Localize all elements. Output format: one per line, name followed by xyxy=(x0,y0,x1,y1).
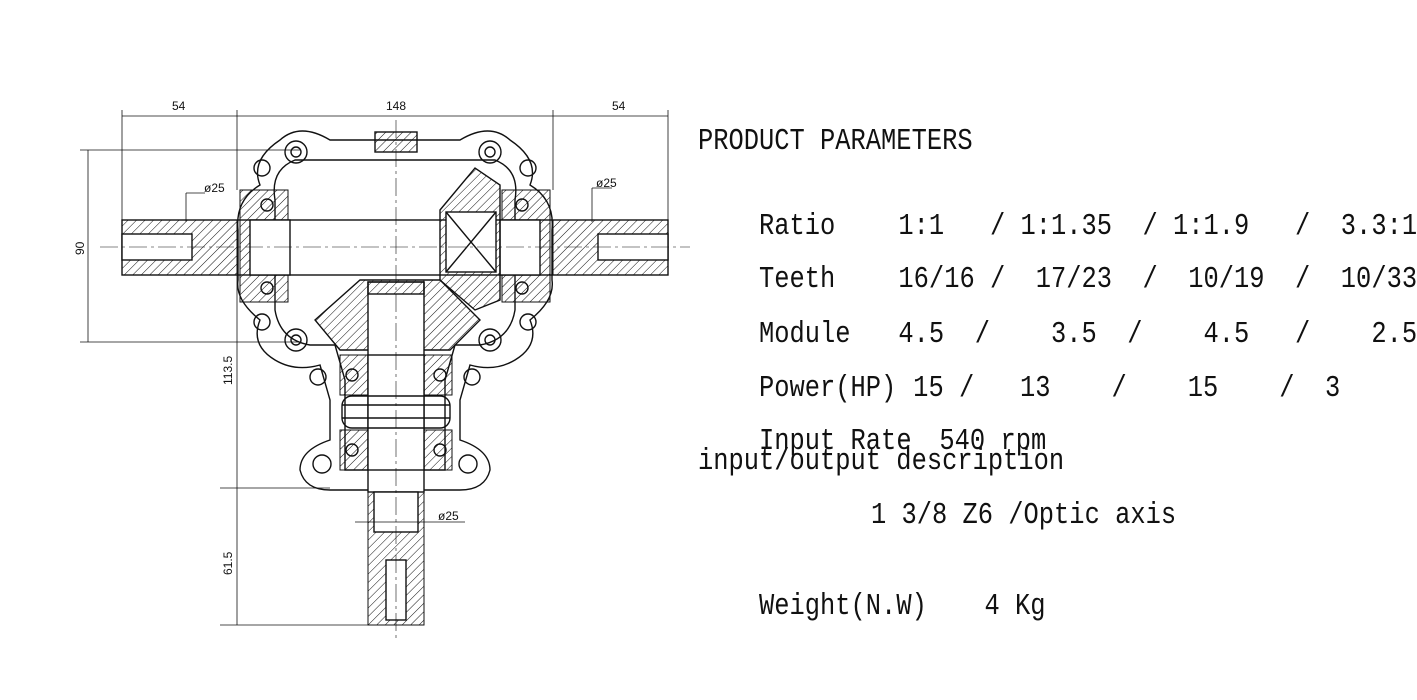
dia-left: ø25 xyxy=(204,181,225,195)
power-label: Power(HP) xyxy=(759,371,897,406)
io-label: input/output description xyxy=(698,444,1065,479)
weight-label: Weight(N.W) xyxy=(759,589,927,624)
weight-row: Weight(N.W) 4 Kg xyxy=(698,554,1046,659)
dia-right: ø25 xyxy=(596,176,617,190)
power-values: 15 / 13 / 15 / 3 xyxy=(913,371,1341,406)
ratio-label: Ratio xyxy=(759,209,836,244)
input-rate-row: Input Rate 540 rpm xyxy=(698,389,1046,494)
ratio-row: Ratio 1:1 / 1:1.35 / 1:1.9 / 3.3:1 xyxy=(698,174,1417,279)
dim-housing-width: 148 xyxy=(386,99,406,113)
teeth-values: 16/16 / 17/23 / 10/19 / 10/33 xyxy=(898,262,1417,297)
dim-lower-body: 113.5 xyxy=(221,356,235,385)
input-rate-value: 540 rpm xyxy=(939,424,1047,459)
dim-height: 90 xyxy=(73,241,87,255)
weight-value: 4 Kg xyxy=(984,589,1046,624)
dia-bottom: ø25 xyxy=(438,509,459,523)
input-rate-label: Input Rate xyxy=(759,424,912,459)
module-row: Module 4.5 / 3.5 / 4.5 / 2.5 xyxy=(698,282,1417,387)
params-heading: PRODUCT PARAMETERS xyxy=(698,124,973,159)
power-row: Power(HP) 15 / 13 / 15 / 3 xyxy=(698,336,1340,441)
gearbox-drawing: 54 148 54 ø25 ø25 ø25 90 113.5 61.5 xyxy=(73,99,690,640)
module-label: Module xyxy=(759,317,851,352)
io-value: 1 3/8 Z6 /Optic axis xyxy=(871,498,1177,533)
dim-left-shaft: 54 xyxy=(172,99,186,113)
teeth-label: Teeth xyxy=(759,262,836,297)
module-values: 4.5 / 3.5 / 4.5 / 2.5 xyxy=(898,317,1417,352)
dim-output-shaft: 61.5 xyxy=(221,551,235,575)
dim-right-shaft: 54 xyxy=(612,99,626,113)
teeth-row: Teeth 16/16 / 17/23 / 10/19 / 10/33 xyxy=(698,227,1417,332)
ratio-values: 1:1 / 1:1.35 / 1:1.9 / 3.3:1 xyxy=(898,209,1417,244)
